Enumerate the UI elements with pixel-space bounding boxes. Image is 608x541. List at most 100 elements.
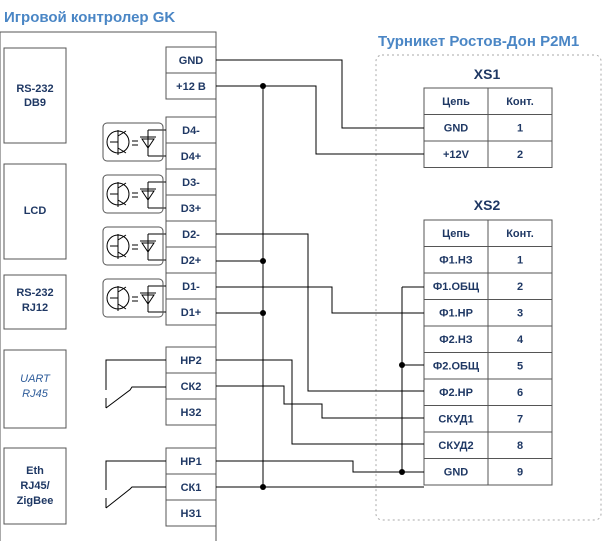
terminal-label: D1+ [181,307,202,319]
wire-gnd-xs1 [216,59,424,129]
table-cell [487,272,553,300]
wire-sk2 [216,385,424,419]
table-circuit: СКУД1 [438,414,473,426]
terminal-box [165,116,217,144]
table-contact: 1 [517,255,523,267]
table-cell [487,87,553,115]
terminal-label: D2+ [181,255,202,267]
block-rs232-db9 [3,47,67,144]
terminal-box [165,298,217,326]
table-circuit: Ф2.ОБЩ [433,361,480,373]
table-cell [487,299,553,327]
block-eth-line2: RJ45/ [20,480,49,492]
terminal-label: D4+ [181,151,202,163]
table-circuit: Ф1.ОБЩ [433,281,480,293]
table-circuit: Ф1.НЗ [439,255,473,267]
terminal-label: D3- [182,177,200,189]
table-circuit: Ф2.НЗ [439,334,473,346]
table-contact: 1 [517,123,523,135]
table-circuit: Ф1.НР [439,308,473,320]
junction-d1plus [260,310,266,316]
block-lcd-label: LCD [24,205,47,217]
table-contact: 7 [517,414,523,426]
terminal-box [165,272,217,300]
xs2-title: XS2 [474,197,501,213]
table-circuit: GND [444,467,469,479]
block-rs232-rj12-line2: RJ12 [22,302,48,314]
table-header: Конт. [506,228,534,240]
table-cell [487,458,553,486]
block-uart-rj45-line1: UART [20,373,51,385]
block-rs232-db9-line1: RS-232 [16,83,53,95]
controller-blocks: RS-232 DB9 LCD RS-232 RJ12 UART RJ45 Eth… [3,47,67,525]
table-cell [423,272,489,300]
terminal-label: СК2 [181,381,202,393]
table-cell [487,114,553,142]
wire-d2minus [216,233,424,392]
table-contact: 4 [517,334,524,346]
junction-f2-common [399,362,405,368]
table-cell [423,458,489,486]
table-contact: 5 [517,361,523,373]
terminal-label: GND [179,55,204,67]
optocoupler-symbol [102,226,166,266]
table-cell [423,431,489,459]
table-cell [487,219,553,247]
table-circuit: Ф2.НР [439,387,473,399]
terminal-label: D1- [182,281,200,293]
table-header: Конт. [506,96,534,108]
wire-hp2 [216,359,424,445]
relay2-no-wire [105,359,166,390]
table-cell [487,431,553,459]
terminal-box [165,142,217,170]
relay1-no-wire [105,460,166,490]
terminal-label: D3+ [181,203,202,215]
table-circuit: СКУД2 [438,440,473,452]
terminal-box [165,398,217,426]
table-cell [423,378,489,406]
terminal-label: СК1 [181,482,202,494]
junction-12v [260,83,266,89]
terminal-label: D4- [182,125,200,137]
table-contact: 6 [517,387,523,399]
table-header: Цепь [442,96,470,108]
terminal-label: +12 B [176,81,206,93]
block-eth-line3: ZigBee [17,495,54,507]
junctions [260,83,405,490]
wire-12v-xs1 [216,85,424,155]
table-contact: 8 [517,440,523,452]
terminal-label: НЗ1 [181,508,202,520]
wires [216,59,424,488]
table-contact: 2 [517,281,523,293]
table-contact: 2 [517,149,523,161]
table-header: Цепь [442,228,470,240]
table-circuit: GND [444,123,469,135]
block-uart-rj45-line2: RJ45 [22,388,49,400]
block-lcd [3,163,67,260]
terminal-label: НР2 [180,355,201,367]
terminal-box [165,499,217,527]
terminal-box [165,72,217,100]
turnstile-title: Турникет Ростов-Дон Р2М1 [378,33,579,50]
table-contact: 3 [517,308,523,320]
junction-d2plus [260,258,266,264]
block-rs232-db9-line2: DB9 [24,97,46,109]
terminal-box [165,220,217,248]
block-uart-rj45 [3,349,67,429]
table-cell [487,352,553,380]
optocouplers [102,122,166,318]
terminal-label: НР1 [180,456,201,468]
junction-gnd-common [399,469,405,475]
relay1-switch [105,486,166,509]
block-rs232-rj12 [3,274,67,330]
wire-hp1 [216,460,424,473]
xs1-title: XS1 [474,66,501,82]
terminal-label: НЗ2 [181,407,202,419]
optocoupler-symbol [102,122,166,162]
block-eth-line1: Eth [26,465,44,477]
table-cell [487,405,553,433]
terminal-label: D2- [182,229,200,241]
terminal-box [165,473,217,501]
